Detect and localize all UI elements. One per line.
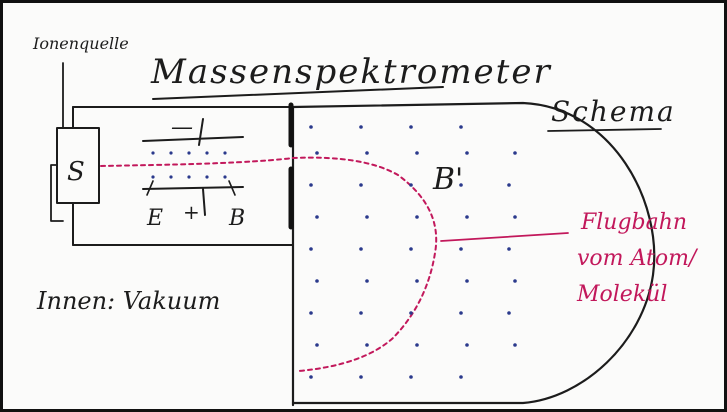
field-dot [465, 151, 469, 155]
field-dot [507, 247, 511, 251]
field-dot [309, 125, 313, 129]
schema-underline [547, 128, 662, 132]
field-pointers [146, 180, 236, 196]
field-dot [513, 215, 517, 219]
magnetic-region-outline [291, 101, 656, 405]
field-dot [415, 215, 419, 219]
field-dot [359, 183, 363, 187]
e-field-dots-row-1 [151, 151, 227, 155]
title-underline [152, 86, 444, 100]
field-dot [309, 183, 313, 187]
e-field-label: E [146, 206, 163, 231]
path-label-line-2: vom Atom/ [577, 246, 699, 271]
field-dot [409, 375, 413, 379]
mass-spectrometer-diagram: S Ionenquelle Massenspektrometer Schema … [32, 34, 699, 407]
path-label-pointer [440, 232, 569, 242]
field-dot [359, 125, 363, 129]
field-dot [315, 151, 319, 155]
field-dot [513, 343, 517, 347]
field-dot [315, 343, 319, 347]
upper-plate [142, 136, 244, 142]
field-dot [409, 125, 413, 129]
field-dot [365, 151, 369, 155]
lower-plate [142, 186, 244, 190]
field-dot [415, 151, 419, 155]
lower-plate-lead [202, 188, 206, 216]
upper-plate-lead [198, 118, 204, 146]
field-dot [309, 311, 313, 315]
field-dot [359, 247, 363, 251]
source-wire-left [50, 164, 64, 222]
field-dot [315, 215, 319, 219]
field-dot [507, 183, 511, 187]
field-dot [465, 215, 469, 219]
field-dot [415, 279, 419, 283]
magnetic-field-dots [309, 125, 517, 379]
plus-sign: + [183, 200, 200, 224]
field-dot [365, 343, 369, 347]
field-dot [415, 343, 419, 347]
b-field-label: B [228, 206, 245, 231]
field-dot [409, 183, 413, 187]
source-label: S [67, 157, 85, 187]
field-dot [459, 375, 463, 379]
ion-flight-path [100, 156, 438, 372]
field-dot [365, 279, 369, 283]
field-dot [459, 247, 463, 251]
vacuum-note: Innen: Vakuum [36, 287, 220, 315]
field-dot [465, 279, 469, 283]
schema-label: Schema [551, 95, 676, 128]
field-dot [513, 151, 517, 155]
field-dot [315, 279, 319, 283]
title: Massenspektrometer [150, 52, 552, 92]
path-label-line-3: Molekül [576, 282, 667, 307]
b-prime-label: B' [432, 162, 463, 197]
field-dot [507, 311, 511, 315]
e-field-dots-row-2 [151, 175, 227, 179]
field-dot [465, 343, 469, 347]
field-dot [459, 311, 463, 315]
field-dot [459, 183, 463, 187]
field-dot [409, 247, 413, 251]
field-dot [459, 125, 463, 129]
field-dot [359, 311, 363, 315]
path-label-line-1: Flugbahn [580, 210, 687, 235]
ion-source-label: Ionenquelle [32, 34, 129, 53]
field-dot [309, 247, 313, 251]
minus-sign: — [171, 115, 193, 140]
field-dot [309, 375, 313, 379]
field-dot [359, 375, 363, 379]
field-dot [513, 279, 517, 283]
field-dot [365, 215, 369, 219]
field-dot [409, 311, 413, 315]
